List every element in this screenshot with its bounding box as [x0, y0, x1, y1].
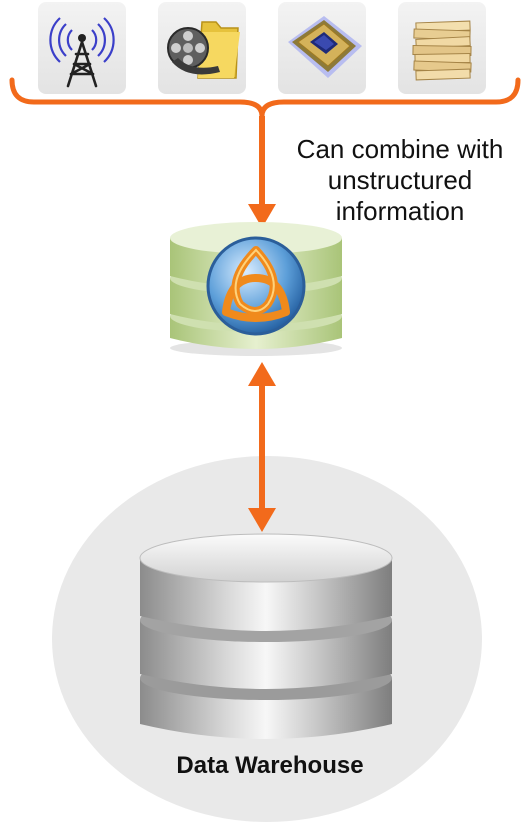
bidirectional-arrow-head-down [248, 508, 276, 532]
source-tile-documents [398, 2, 486, 94]
microchip-icon [288, 16, 362, 78]
document-stack-icon [412, 20, 472, 81]
radio-tower-icon [49, 17, 115, 88]
source-tile-film-folder [158, 2, 246, 94]
arrow-to-database-head [248, 204, 276, 228]
data-warehouse-label: Data Warehouse [176, 752, 364, 779]
source-tile-radio-tower [38, 2, 126, 94]
bidirectional-arrow-head-up [248, 362, 276, 386]
combine-annotation: Can combine with unstructured informatio… [296, 134, 504, 226]
film-reel-folder-icon [167, 21, 240, 79]
data-warehouse-icon [139, 533, 393, 739]
source-tile-microchip [278, 2, 366, 94]
source-bracket [9, 77, 521, 117]
unstructured-database-icon [170, 222, 342, 356]
